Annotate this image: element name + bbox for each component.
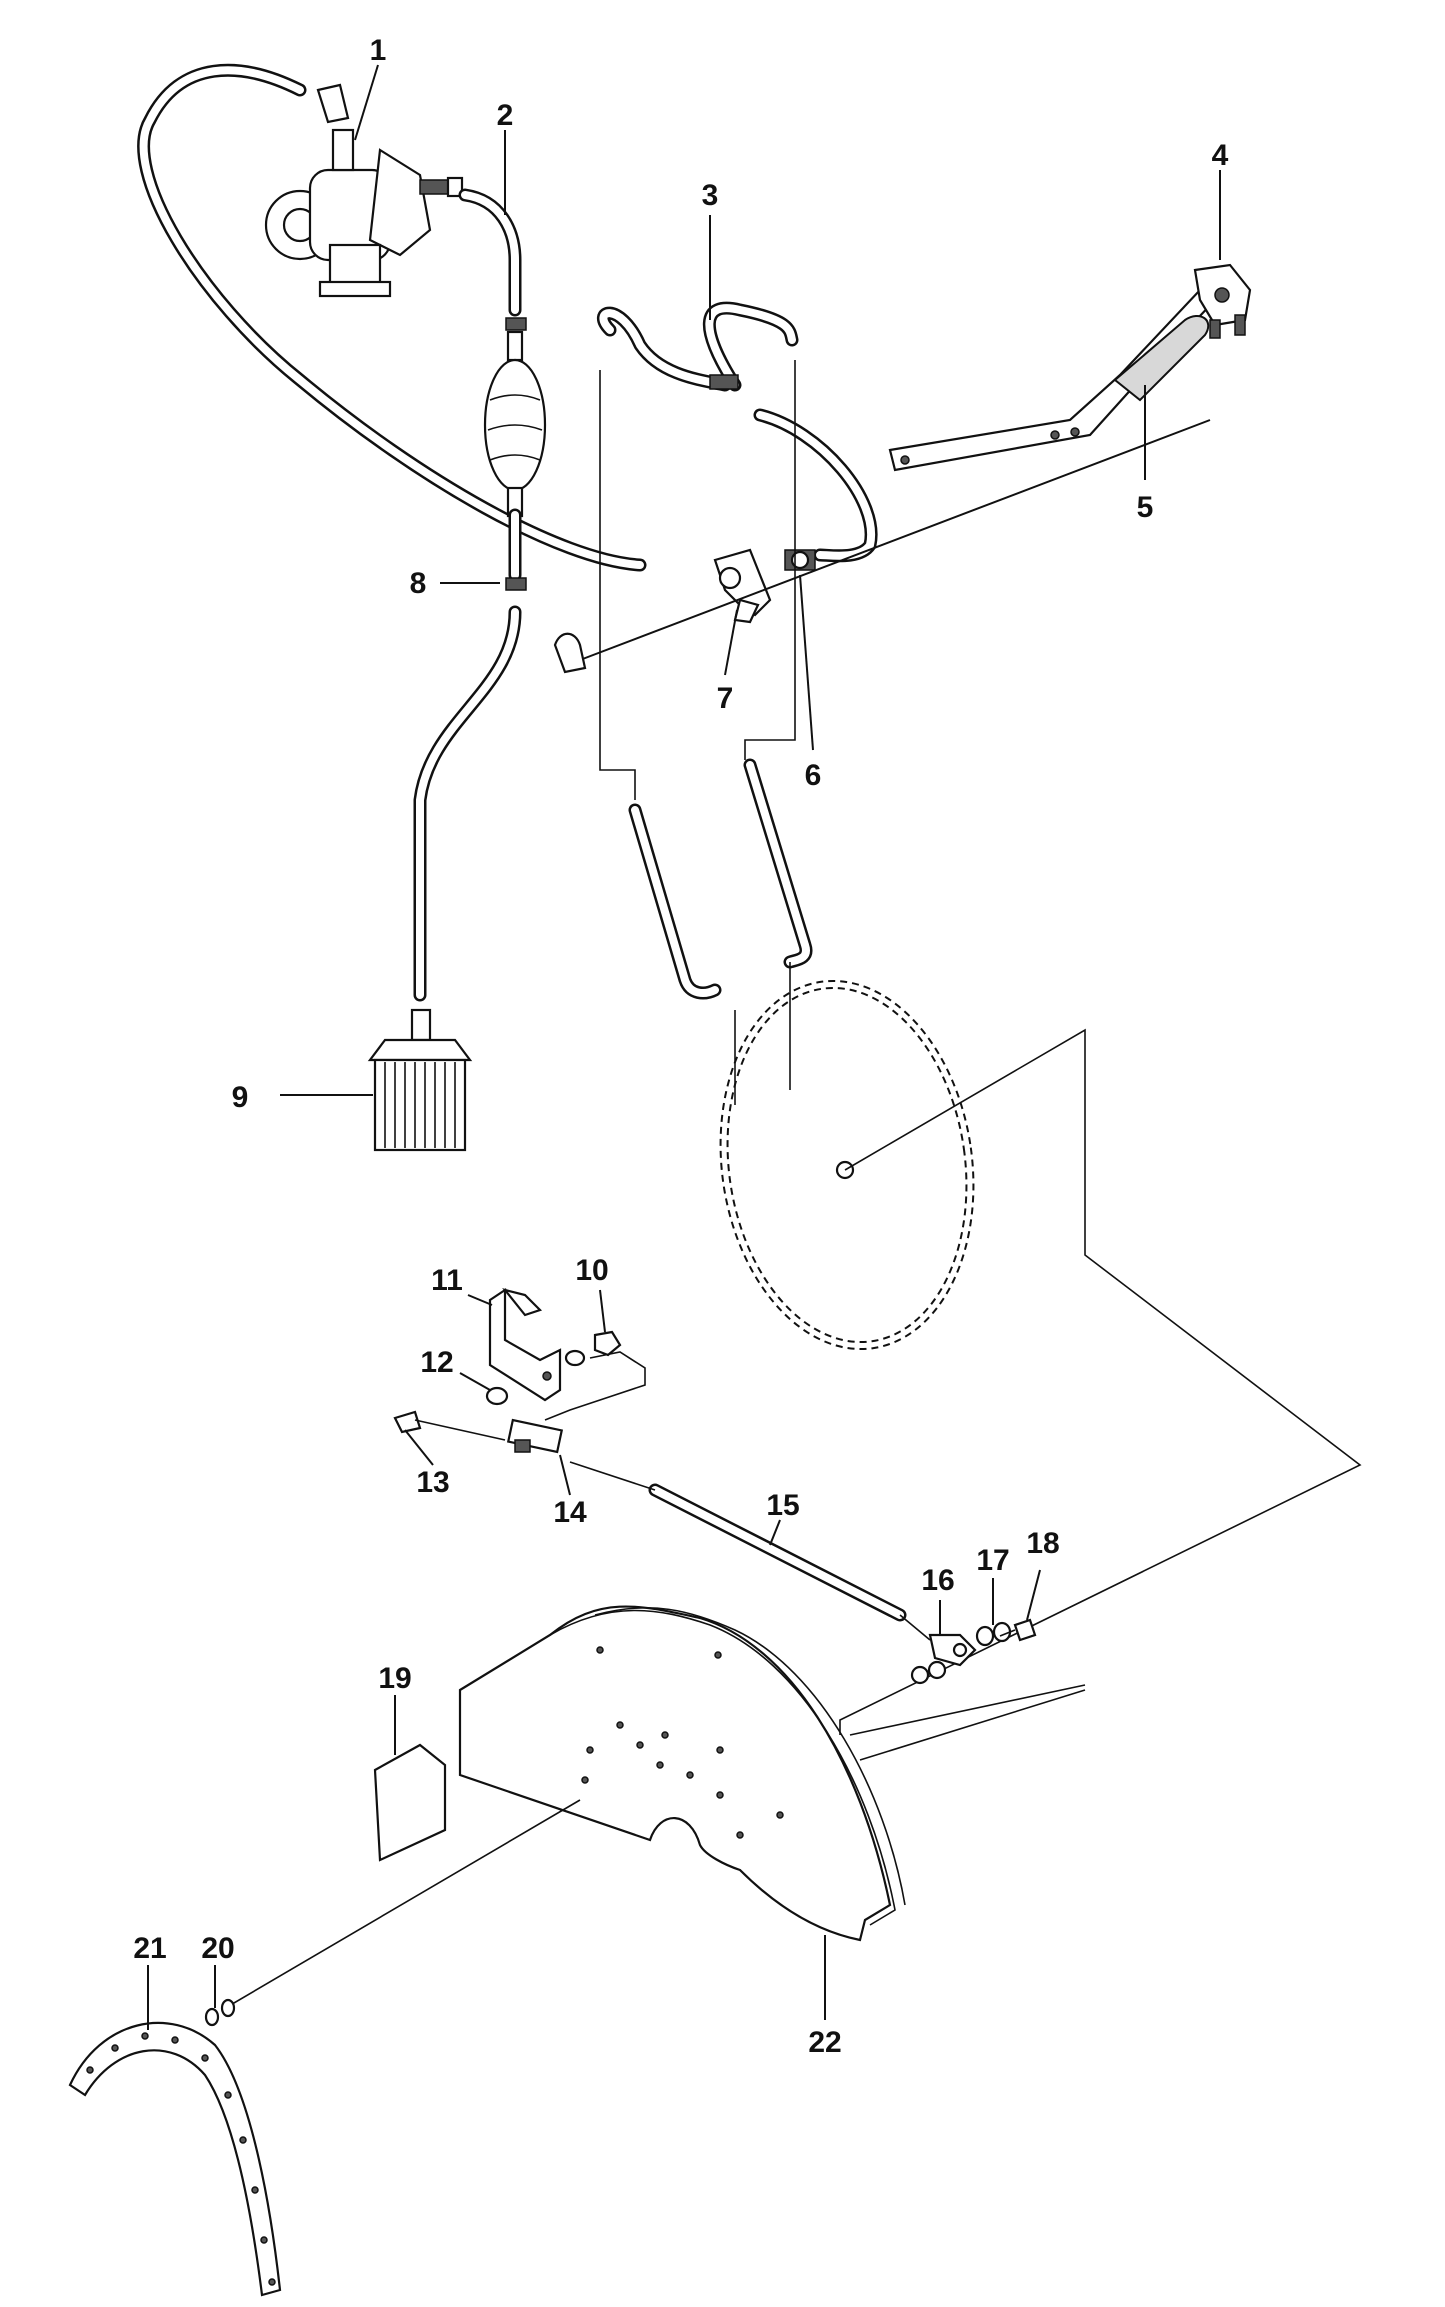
label-part-11: 11 <box>431 1264 463 1297</box>
label-part-19: 19 <box>378 1662 411 1695</box>
valve-and-handle-assembly <box>553 263 1252 674</box>
label-part-4: 4 <box>1212 139 1229 172</box>
leader-lines <box>147 64 1221 2030</box>
linkage-assembly <box>393 1287 1037 1685</box>
label-part-3: 3 <box>702 179 719 212</box>
label-part-5: 5 <box>1137 491 1154 524</box>
label-part-8: 8 <box>410 567 427 600</box>
label-part-13: 13 <box>416 1466 449 1499</box>
label-part-21: 21 <box>133 1932 166 1965</box>
label-part-17: 17 <box>976 1544 1009 1577</box>
water-pump-assembly <box>137 63 647 1152</box>
part-number-labels: 1 2 3 4 5 6 7 8 9 10 11 12 13 14 15 16 1… <box>133 34 1228 2059</box>
label-part-18: 18 <box>1026 1527 1059 1560</box>
label-part-10: 10 <box>575 1254 608 1287</box>
label-part-12: 12 <box>420 1346 453 1379</box>
label-part-9: 9 <box>232 1081 249 1114</box>
label-part-7: 7 <box>717 682 734 715</box>
label-part-15: 15 <box>766 1489 799 1522</box>
label-part-22: 22 <box>808 2026 841 2059</box>
label-part-14: 14 <box>553 1496 587 1529</box>
label-part-20: 20 <box>201 1932 234 1965</box>
label-part-16: 16 <box>921 1564 954 1597</box>
label-part-6: 6 <box>805 759 822 792</box>
label-part-2: 2 <box>497 99 514 132</box>
label-part-1: 1 <box>370 34 387 67</box>
blade-and-routing-lines <box>599 360 1362 1735</box>
blade-guard-assembly <box>68 1605 1086 2297</box>
